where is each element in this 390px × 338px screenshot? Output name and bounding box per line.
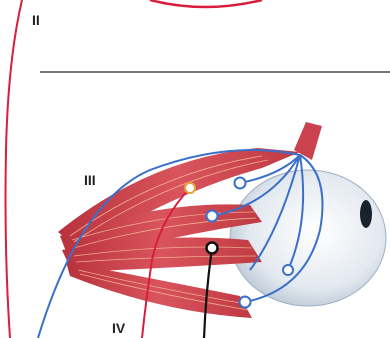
node-blue-3 [283,265,293,275]
node-black [207,243,218,254]
muscle-inferior [66,262,252,318]
node-red [185,183,195,193]
eyeball [230,170,386,306]
node-blue-4 [240,297,251,308]
top-red-arc [150,0,262,7]
red-nerve-vertical [6,0,23,338]
label-top: II [32,12,40,28]
node-blue-1 [235,178,246,189]
iris [360,200,372,228]
label-middle: III [84,172,96,188]
label-bottom: IV [112,320,125,336]
node-blue-2 [207,211,218,222]
